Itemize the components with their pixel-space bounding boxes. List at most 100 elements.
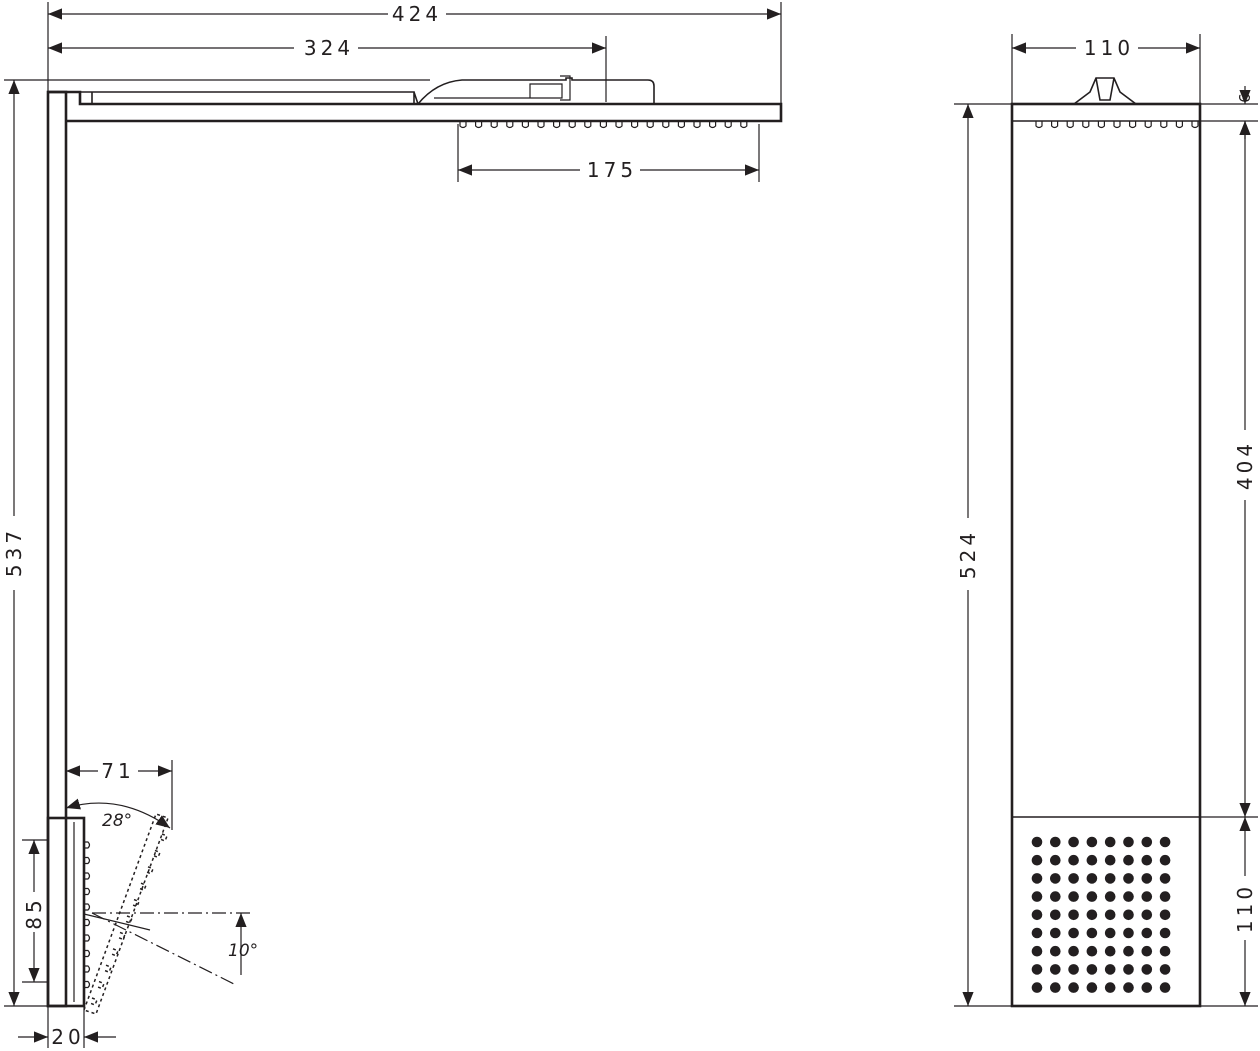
nozzle (521, 121, 529, 129)
dim-537-label: 537 (2, 527, 26, 577)
angle-10-label: 10° (228, 941, 258, 961)
spray-hole (1031, 945, 1043, 957)
front-panel (1010, 102, 1202, 1008)
spray-hole (1050, 891, 1061, 902)
nozzle (131, 898, 140, 908)
spray-hole (1086, 854, 1098, 866)
spray-hole (1159, 854, 1171, 866)
front-view: 110 524 6 404 110 (954, 34, 1258, 1008)
nozzle (96, 980, 105, 990)
spray-hole (1123, 945, 1134, 957)
nozzle (1082, 121, 1090, 129)
nozzle (553, 121, 561, 129)
nozzle (1066, 121, 1074, 129)
nozzle (677, 121, 685, 129)
spray-hole (1031, 909, 1043, 921)
nozzle (568, 121, 576, 129)
nozzle (152, 849, 161, 859)
arm-top-contour (79, 77, 655, 105)
spray-hole (1159, 891, 1171, 902)
nozzle (615, 121, 623, 129)
nozzle (490, 121, 498, 129)
spray-hole (1050, 873, 1061, 884)
nozzle (84, 980, 91, 989)
spray-hole (1031, 891, 1043, 902)
spray-hole (1141, 945, 1153, 957)
angle-28-label: 28° (102, 811, 132, 831)
tilted-nozzles (89, 833, 168, 1006)
spray-hole (1086, 873, 1098, 884)
nozzle (506, 121, 514, 129)
spray-hole (1104, 873, 1116, 884)
head-nozzles (459, 121, 748, 129)
spray-hole (1159, 909, 1171, 921)
hand-shower-nozzles (84, 841, 91, 989)
dim-175-label: 175 (587, 158, 637, 182)
dim-110h-label: 110 (1233, 883, 1257, 933)
spray-hole (1086, 945, 1098, 957)
spray-hole (1031, 964, 1043, 975)
spray-hole (1068, 873, 1079, 884)
spray-hole (1123, 836, 1134, 848)
angle-ref-line (83, 913, 151, 931)
nozzle (159, 833, 168, 842)
spray-hole (1068, 836, 1079, 848)
nozzle (89, 997, 98, 1006)
spray-hole (1141, 836, 1153, 848)
spray-hole (1159, 945, 1171, 957)
dim-324-label: 324 (304, 36, 354, 60)
nozzle (1175, 121, 1183, 129)
nozzle (631, 121, 639, 129)
nozzle (724, 121, 732, 129)
spray-hole (1050, 982, 1061, 993)
spray-hole (1031, 836, 1043, 848)
nozzle (145, 866, 154, 875)
spray-hole (1068, 982, 1079, 993)
spray-hole (1141, 854, 1153, 866)
nozzle (740, 121, 748, 129)
nozzle (599, 121, 607, 129)
nozzle (459, 121, 467, 129)
shower-arm (48, 90, 783, 123)
spray-hole (1050, 945, 1061, 957)
nozzle (584, 121, 592, 129)
spray-hole (1086, 836, 1098, 848)
spray-hole (1141, 927, 1153, 939)
angle-arc-28 (65, 798, 171, 829)
dim-524-label: 524 (956, 529, 980, 579)
spray-hole (1123, 854, 1134, 866)
spray-hole (1031, 873, 1043, 884)
spray-hole (1141, 982, 1153, 993)
vertical-pipe (46, 90, 68, 1008)
nozzle (110, 948, 119, 957)
nozzle (537, 121, 545, 129)
nozzle (103, 964, 112, 974)
spray-hole (1123, 927, 1134, 939)
nozzle (138, 882, 147, 892)
spray-hole (1159, 927, 1171, 939)
nozzle (1160, 121, 1168, 129)
nozzle (1144, 121, 1152, 129)
spray-hole (1104, 836, 1116, 848)
spray-hole (1068, 927, 1079, 939)
spray-hole (1031, 982, 1043, 993)
nozzle (84, 949, 91, 958)
nozzle (1051, 121, 1059, 129)
spray-hole (1159, 873, 1171, 884)
spray-hole (1086, 982, 1098, 993)
hand-shower-tilted (83, 813, 169, 1015)
spray-hole (1141, 891, 1153, 902)
spray-hole (1050, 927, 1061, 939)
nozzle (693, 121, 701, 129)
spray-hole (1123, 873, 1134, 884)
spray-hole (1159, 982, 1171, 993)
spray-hole (1123, 891, 1134, 902)
nozzle (84, 872, 91, 880)
dim-71-label: 71 (101, 759, 134, 783)
top-connector (1073, 77, 1137, 105)
nozzle (1113, 121, 1121, 129)
side-view: 424 324 175 537 85 20 71 (2, 2, 783, 1049)
spray-hole (1104, 909, 1116, 921)
spray-hole (1141, 909, 1153, 921)
